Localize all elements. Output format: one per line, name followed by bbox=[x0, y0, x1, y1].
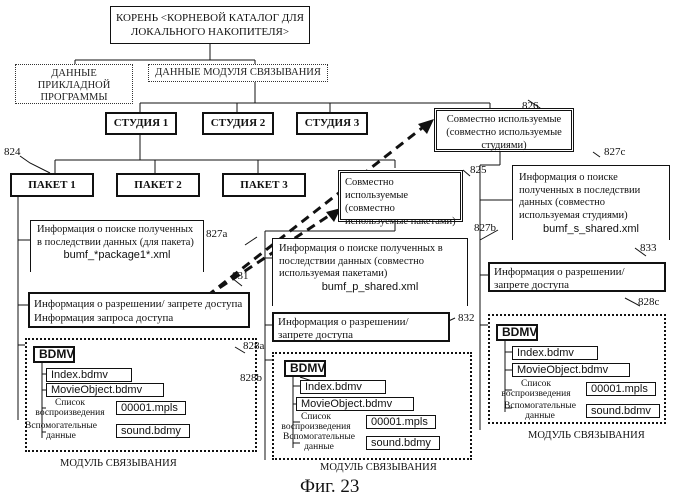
shared-packages-label: Совместно используемые (совместно исполь… bbox=[345, 177, 456, 227]
bdmv-b-aux-label: Вспомогательные данные bbox=[278, 432, 360, 452]
bdmv-c-aux-file: sound.bdmv bbox=[586, 404, 660, 418]
package-1-label: ПАКЕТ 1 bbox=[28, 179, 75, 191]
package-2-box: ПАКЕТ 2 bbox=[116, 173, 200, 197]
package-2-label: ПАКЕТ 2 bbox=[134, 179, 181, 191]
ref-832: 832 bbox=[458, 312, 475, 324]
bdmv-a-playlist-file: 00001.mpls bbox=[116, 401, 186, 415]
bdmv-c-folder: BDMV bbox=[496, 324, 538, 341]
app-data-box: ДАННЫЕ ПРИКЛАДНОЙ ПРОГРАММЫ bbox=[15, 64, 133, 104]
shared-packages-box: Совместно используемые (совместно исполь… bbox=[338, 170, 463, 222]
access-info-c-box: Информация о разрешении/ запрете доступа bbox=[488, 262, 666, 292]
search-info-a-file: bumf_*package1*.xml bbox=[37, 249, 197, 262]
search-info-b-box: Информация о поиске полученных в последс… bbox=[272, 238, 468, 306]
ref-827a: 827a bbox=[206, 228, 227, 240]
root-directory-box: КОРЕНЬ <КОРНЕВОЙ КАТАЛОГ ДЛЯ ЛОКАЛЬНОГО … bbox=[110, 6, 310, 44]
bdmv-a-folder: BDMV bbox=[33, 346, 75, 363]
studio-3-box: СТУДИЯ 3 bbox=[296, 112, 368, 135]
root-directory-label: КОРЕНЬ <КОРНЕВОЙ КАТАЛОГ ДЛЯ ЛОКАЛЬНОГО … bbox=[116, 12, 304, 38]
access-info-c-text: Информация о разрешении/ запрете доступа bbox=[494, 266, 625, 291]
search-info-c-file: bumf_s_shared.xml bbox=[519, 223, 663, 236]
studio-1-box: СТУДИЯ 1 bbox=[105, 112, 177, 135]
bdmv-a-aux-file: sound.bdmy bbox=[116, 424, 190, 438]
binding-data-box: ДАННЫЕ МОДУЛЯ СВЯЗЫВАНИЯ bbox=[148, 64, 328, 82]
ref-831: 831 bbox=[232, 270, 249, 282]
ref-827c: 827c bbox=[604, 146, 625, 158]
bdmv-a-movieobject: MovieObject.bdmv bbox=[46, 383, 164, 397]
bdmv-c-playlist-file: 00001.mpls bbox=[586, 382, 656, 396]
search-info-a-box: Информация о поиске полученных в последс… bbox=[30, 220, 204, 272]
bdmv-b-movieobject: MovieObject.bdmv bbox=[296, 397, 414, 411]
studio-2-label: СТУДИЯ 2 bbox=[211, 117, 266, 129]
module-b-caption: МОДУЛЬ СВЯЗЫВАНИЯ bbox=[320, 462, 437, 474]
studio-3-label: СТУДИЯ 3 bbox=[305, 117, 360, 129]
ref-824: 824 bbox=[4, 146, 21, 158]
access-info-a-line2: Информация запроса доступа bbox=[34, 311, 244, 325]
ref-825: 825 bbox=[470, 164, 487, 176]
ref-828c: 828c bbox=[638, 296, 659, 308]
package-1-box: ПАКЕТ 1 bbox=[10, 173, 94, 197]
search-info-b-file: bumf_p_shared.xml bbox=[279, 281, 461, 294]
access-info-a-box: Информация о разрешении/ запрете доступа… bbox=[28, 292, 250, 328]
bdmv-b-aux-file: sound.bdmy bbox=[366, 436, 440, 450]
ref-826: 826 bbox=[522, 100, 539, 112]
module-c-caption: МОДУЛЬ СВЯЗЫВАНИЯ bbox=[528, 430, 645, 442]
package-3-box: ПАКЕТ 3 bbox=[222, 173, 306, 197]
access-info-a-line1: Информация о разрешении/ запрете доступа bbox=[34, 297, 244, 311]
studio-2-box: СТУДИЯ 2 bbox=[202, 112, 274, 135]
bdmv-a-aux-label: Вспомогательные данные bbox=[12, 421, 110, 441]
bdmv-c-aux-label: Вспомогательные данные bbox=[496, 401, 584, 421]
bdmv-a-playlist-label: Список воспроизведения bbox=[20, 398, 120, 418]
bdmv-b-folder: BDMV bbox=[284, 360, 326, 377]
ref-828b: 828b bbox=[240, 372, 262, 384]
app-data-label: ДАННЫЕ ПРИКЛАДНОЙ ПРОГРАММЫ bbox=[38, 68, 111, 103]
module-a-caption: МОДУЛЬ СВЯЗЫВАНИЯ bbox=[60, 458, 177, 470]
binding-data-label: ДАННЫЕ МОДУЛЯ СВЯЗЫВАНИЯ bbox=[155, 67, 321, 78]
figure-caption: Фиг. 23 bbox=[300, 476, 359, 498]
search-info-c-text: Информация о поиске полученных в последс… bbox=[519, 172, 640, 221]
bdmv-c-index: Index.bdmv bbox=[512, 346, 598, 360]
search-info-c-box: Информация о поиске полученных в последс… bbox=[512, 165, 670, 240]
shared-studios-label: Совместно используемые (совместно исполь… bbox=[446, 114, 562, 151]
ref-827b: 827b bbox=[474, 222, 496, 234]
bdmv-c-playlist-label: Список воспроизведения bbox=[488, 379, 584, 399]
access-info-b-text: Информация о разрешении/ запрете доступа bbox=[278, 316, 409, 341]
bdmv-b-index: Index.bdmv bbox=[300, 380, 386, 394]
bdmv-a-index: Index.bdmv bbox=[46, 368, 132, 382]
access-info-b-box: Информация о разрешении/ запрете доступа bbox=[272, 312, 450, 342]
shared-studios-box: Совместно используемые (совместно исполь… bbox=[434, 108, 574, 152]
bdmv-b-playlist-label: Список воспроизведения bbox=[268, 412, 364, 432]
package-3-label: ПАКЕТ 3 bbox=[240, 179, 287, 191]
search-info-a-text: Информация о поиске полученных в последс… bbox=[37, 224, 194, 248]
ref-833: 833 bbox=[640, 242, 657, 254]
bdmv-b-playlist-file: 00001.mpls bbox=[366, 415, 436, 429]
search-info-b-text: Информация о поиске полученных в последс… bbox=[279, 243, 443, 279]
ref-828a: 828a bbox=[243, 340, 264, 352]
studio-1-label: СТУДИЯ 1 bbox=[114, 117, 169, 129]
bdmv-c-movieobject: MovieObject.bdmv bbox=[512, 363, 630, 377]
